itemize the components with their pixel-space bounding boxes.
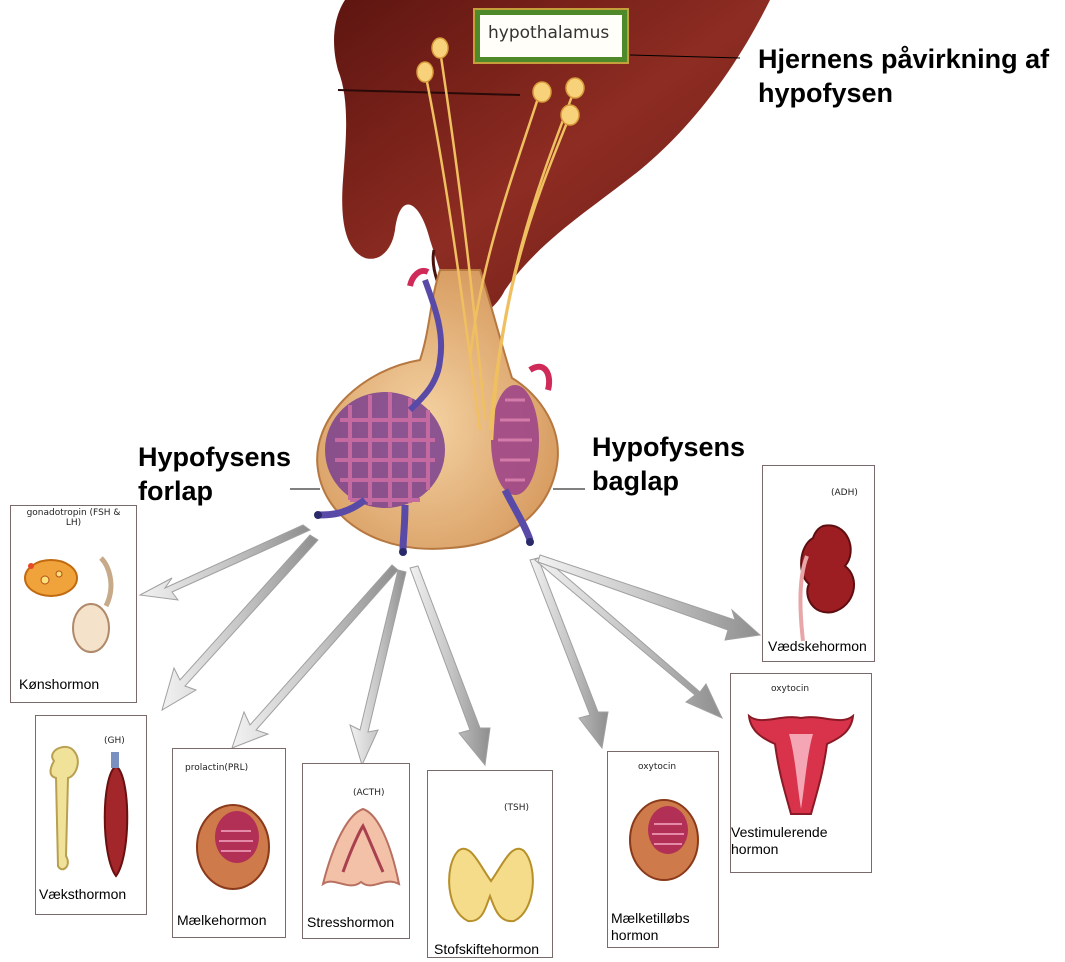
arrow-to-acth <box>350 570 406 765</box>
caption: Vædskehormon <box>768 638 867 655</box>
kidney-illustration <box>763 466 876 663</box>
hypothalamus-label: hypothalamus <box>475 10 627 62</box>
caption: Mælkehormon <box>177 912 266 929</box>
card-gonadotropin: gonadotropin (FSH & LH) Kønshormon <box>10 505 137 703</box>
card-tsh: (TSH) Stofskiftehormon <box>427 770 553 958</box>
card-acth: (ACTH) Stresshormon <box>302 763 410 939</box>
arrow-to-adh <box>538 555 760 640</box>
vessel-end <box>399 548 407 556</box>
arrow-to-tsh <box>410 566 490 765</box>
anterior-lobe-label: Hypofysens forlap <box>138 440 308 508</box>
brain-influence-label: Hjernens påvirkning af hypofysen <box>758 42 1058 110</box>
ovary-testis-illustration <box>11 506 138 704</box>
card-adh: (ADH) Vædskehormon <box>762 465 875 662</box>
card-oxytocin-uterus: oxytocin Vestimulerende hormon <box>730 673 872 873</box>
arrow-to-gonadotropin <box>140 525 310 600</box>
arrow-to-prl <box>232 565 398 748</box>
vessel-end <box>314 511 322 519</box>
caption: Mælketilløbs hormon <box>611 910 711 944</box>
vessel-end <box>526 538 534 546</box>
card-oxytocin-milk: oxytocin Mælketilløbs hormon <box>607 751 719 948</box>
breast-illustration <box>173 749 287 939</box>
caption: Stresshormon <box>307 914 394 931</box>
hormone-arrows <box>140 525 760 765</box>
thyroid-illustration <box>428 771 554 959</box>
caption: Vestimulerende hormon <box>731 824 846 858</box>
pituitary-gland <box>317 270 558 550</box>
card-gh: (GH) Væksthormon <box>35 715 147 915</box>
posterior-lobe-label: Hypofysens baglap <box>592 430 762 498</box>
caption: Væksthormon <box>39 886 126 903</box>
caption: Stofskiftehormon <box>434 941 539 958</box>
card-prl: prolactin(PRL) Mælkehormon <box>172 748 286 938</box>
caption: Kønshormon <box>19 676 99 693</box>
